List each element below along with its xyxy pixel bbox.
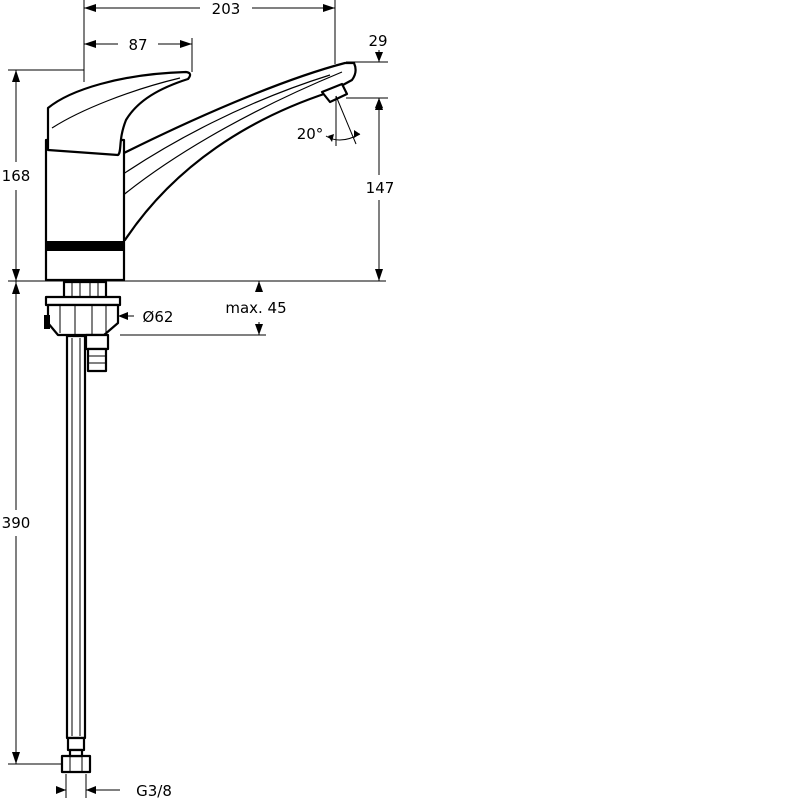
dimension-flange-diameter-label: Ø62	[143, 308, 174, 326]
dimension-width-handle: 87	[84, 36, 193, 72]
dimension-width-overall-label: 203	[212, 0, 241, 18]
aerator	[320, 82, 349, 104]
dimension-deck-thickness-label: max. 45	[225, 299, 286, 317]
lever-handle	[46, 70, 192, 157]
mounting-washer	[44, 295, 122, 307]
body-band-bottom	[46, 241, 124, 251]
dimension-connection-label: G3/8	[136, 782, 172, 800]
dimension-total-height-label: 168	[2, 167, 31, 185]
hose-ferrule	[66, 736, 86, 752]
mounting-hardware	[44, 280, 122, 373]
hose-nut	[60, 754, 92, 774]
dimension-width-overall: 203	[83, 0, 336, 82]
dimension-flange-diameter: Ø62	[118, 308, 173, 326]
spout-highlight-2	[102, 74, 331, 189]
dimension-hose-length-label: 390	[2, 514, 31, 532]
dimension-deck-thickness: max. 45	[120, 281, 287, 336]
connector-fitting	[86, 347, 108, 373]
dimension-angle-label: 20°	[297, 125, 324, 143]
faucet-body	[44, 61, 357, 282]
mounting-stud	[62, 280, 108, 300]
mounting-nut	[46, 303, 120, 337]
dimension-hose-length: 390	[2, 281, 62, 765]
dimension-width-handle-label: 87	[128, 36, 147, 54]
dimension-angle: 20°	[297, 95, 361, 146]
spout	[118, 61, 357, 242]
connector	[84, 333, 110, 351]
hose-neck	[68, 748, 84, 758]
dimension-outlet-height-label: 147	[366, 179, 395, 197]
hose-tube	[65, 334, 87, 740]
dimension-spout-height-label: 29	[368, 32, 387, 50]
dimension-connection: G3/8	[56, 774, 172, 800]
body-cylinder	[44, 138, 126, 282]
dimension-outlet-height: 147	[366, 98, 395, 281]
dimension-total-height: 168	[2, 69, 84, 281]
supply-hose	[60, 334, 92, 774]
lever-highlight	[51, 77, 181, 129]
nut-tab	[44, 315, 50, 329]
